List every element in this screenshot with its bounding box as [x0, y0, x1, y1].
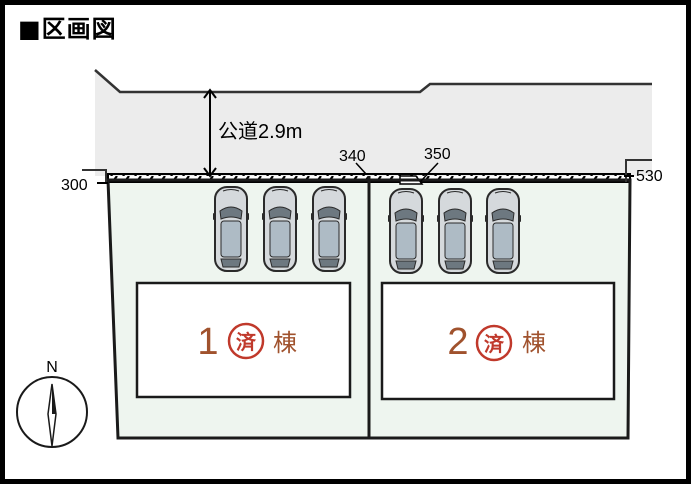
- building-1: 1 済 棟: [135, 281, 352, 399]
- elevation-340-leader: [355, 162, 367, 175]
- sold-badge-2: [475, 324, 513, 362]
- elevation-530: 530: [636, 168, 663, 185]
- car-icon: [485, 188, 521, 274]
- building-2-number: 2: [447, 321, 468, 363]
- sold-badge-1-text: 済: [236, 330, 257, 354]
- car-icon: [437, 188, 473, 274]
- road-edge: [94, 69, 652, 94]
- sold-badge-2-text: 済: [484, 332, 505, 356]
- car-icon: [262, 186, 298, 272]
- left-boundary-mark: [82, 169, 107, 182]
- elevation-340: 340: [339, 148, 366, 165]
- site-plan-diagram: 公道2.9m 300 340 350 530: [16, 69, 663, 448]
- lot-outline: [106, 178, 632, 440]
- north-compass: N: [16, 359, 88, 448]
- compass-north-label: N: [46, 359, 58, 376]
- public-road: 公道2.9m: [94, 69, 652, 178]
- road-area: [95, 70, 652, 176]
- elevation-350-leader: [419, 162, 439, 183]
- car-icon: [311, 186, 347, 272]
- sold-badge-1: [227, 322, 265, 360]
- right-boundary-mark: [625, 159, 652, 182]
- car-icon: [388, 188, 424, 274]
- elevation-300: 300: [61, 177, 88, 194]
- parking-lot-2: [388, 188, 521, 274]
- building-1-suffix: 棟: [273, 329, 297, 357]
- building-1-number: 1: [197, 321, 218, 363]
- compass-needle-north: [52, 384, 56, 414]
- car-icon: [213, 186, 249, 272]
- elevation-350: 350: [424, 146, 451, 163]
- road-label: 公道2.9m: [218, 120, 302, 143]
- parking-lot-1: [213, 186, 347, 272]
- building-2: 2 済 棟: [380, 281, 616, 401]
- page-title: ■区画図: [18, 15, 117, 43]
- building-2-suffix: 棟: [522, 329, 546, 357]
